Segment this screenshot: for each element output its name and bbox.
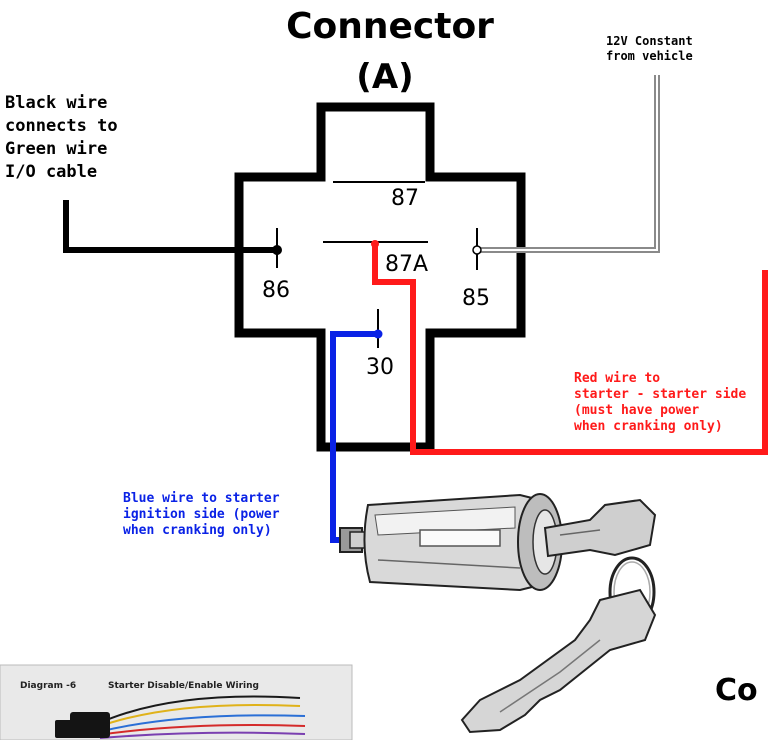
pin-86-connection-dot: [272, 245, 282, 255]
ignition-switch-icon: [339, 493, 657, 734]
pin-85-connection-dot: [472, 245, 482, 255]
power-note-line2: from vehicle: [606, 49, 693, 63]
title-connector-letter: (A): [356, 57, 413, 97]
red-wire-note-line3: (must have power: [574, 403, 699, 418]
black-wire-note: Black wire connects to Green wire I/O ca…: [5, 93, 118, 182]
power-note-line1: 12V Constant: [606, 34, 693, 48]
red-wire-note-line1: Red wire to: [574, 371, 660, 386]
black-wire-note-line3: Green wire: [5, 139, 107, 159]
inset-diagram-photo: Diagram -6 Starter Disable/Enable Wiring: [0, 664, 353, 740]
partial-connector-label: Co: [715, 673, 758, 708]
blue-wire-note: Blue wire to starter ignition side (powe…: [123, 491, 280, 538]
blue-wire-note-line3: when cranking only): [123, 523, 272, 538]
pin-30-connection-dot: [373, 329, 383, 339]
pin-87a-connection-dot: [371, 240, 379, 248]
title-connector: Connector: [286, 6, 494, 47]
red-wire-note-line2: starter - starter side: [574, 387, 746, 402]
red-wire: [372, 242, 768, 455]
red-wire-note: Red wire to starter - starter side (must…: [574, 371, 746, 434]
black-wire-note-line1: Black wire: [5, 93, 107, 113]
gray-12v-wire-core: [477, 75, 658, 251]
red-wire-note-line4: when cranking only): [574, 419, 723, 434]
pin-85-label: 85: [462, 286, 490, 311]
blue-wire-note-line1: Blue wire to starter: [123, 491, 280, 506]
black-wire-note-line2: connects to: [5, 116, 118, 136]
relay-connector-outline: [234, 102, 526, 452]
inset-diagram-label: Diagram -6: [20, 681, 76, 691]
pin-30-label: 30: [366, 355, 394, 380]
pin-87-label: 87: [391, 186, 419, 211]
inset-caption: Starter Disable/Enable Wiring: [108, 681, 259, 691]
blue-wire-note-line2: ignition side (power: [123, 507, 280, 522]
pin-87a-label: 87A: [385, 252, 428, 277]
black-wire: [63, 200, 277, 253]
black-wire-note-line4: I/O cable: [5, 162, 97, 182]
pin-86-label: 86: [262, 278, 290, 303]
